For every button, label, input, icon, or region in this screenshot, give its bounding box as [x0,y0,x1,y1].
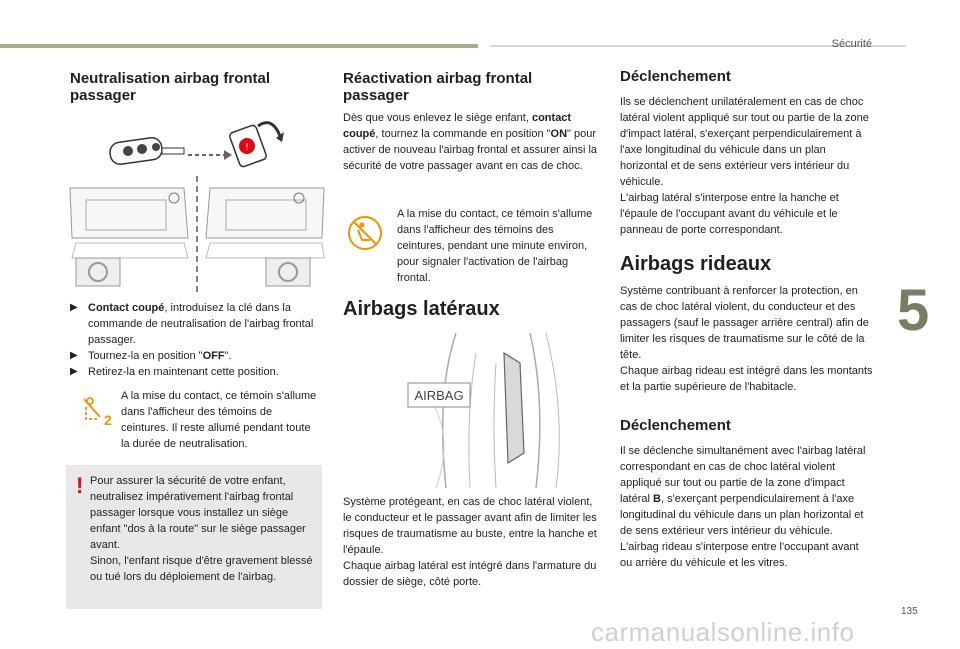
seat-airbag-illustration: AIRBAG [407,333,560,488]
curtain-airbags-title: Airbags rideaux [620,253,772,275]
step-item: ▶Tournez-la en position "OFF". [70,350,232,362]
chapter-number: 5 [897,278,930,343]
lateral-airbags-title: Airbags latéraux [343,298,500,320]
warning-text: Pour assurer la sécurité de votre enfant… [90,475,313,583]
col1-title: Neutralisation airbag frontal passager [70,70,271,104]
curtain-airbags-text: Système contribuant à renforcer la prote… [620,285,873,393]
warning-box: ! Pour assurer la sécurité de votre enfa… [66,465,322,609]
trigger-text: Ils se déclenchent unilatéralement en ca… [620,96,869,236]
step-item: ▶Contact coupé, introduisez la clé dans … [70,302,314,346]
page-number: 135 [901,606,918,617]
airbag-label: AIRBAG [414,388,463,403]
svg-text:!: ! [246,142,249,153]
lateral-airbags-text: Système protégeant, en cas de choc latér… [343,496,597,588]
col2-paragraph: Dès que vous enlevez le siège enfant, co… [343,112,598,172]
col1-note: A la mise du contact, ce témoin s'allume… [121,390,317,450]
trigger2-title: Déclenchement [620,417,731,434]
svg-text:2: 2 [104,412,112,428]
col2-title: Réactivation airbag frontal passager [343,70,533,104]
col1-steps: ▶Contact coupé, introduisez la clé dans … [70,300,318,380]
watermark: carmanualsonline.info [591,617,855,647]
trigger-title: Déclenchement [620,68,731,85]
airbag-on-warning-icon [348,216,382,250]
trigger2-text: Il se déclenche simultanément avec l'air… [620,445,866,569]
header-rule [490,45,906,47]
glovebox-switch-illustration: ! [69,121,325,293]
section-label: Sécurité [831,38,872,50]
airbag-off-warning-icon: 2 [83,397,112,428]
col2-note: A la mise du contact, ce témoin s'allume… [397,208,593,284]
step-item: ▶Retirez-la en maintenant cette position… [70,366,279,378]
warning-exclamation-icon: ! [76,473,84,498]
header-accent-bar [0,44,478,48]
